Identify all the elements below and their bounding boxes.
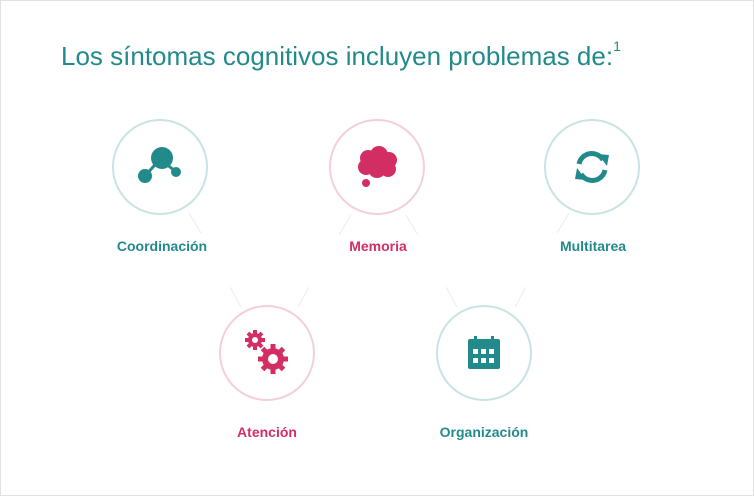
molecule-icon — [138, 147, 181, 183]
footnote-ref: 1 — [613, 38, 621, 55]
page-title: Los síntomas cognitivos incluyen problem… — [61, 38, 621, 72]
attention-circle — [219, 305, 315, 401]
label-multitarea: Multitarea — [559, 238, 627, 254]
label-atencion: Atención — [237, 424, 297, 440]
thought-cloud-icon — [358, 146, 397, 187]
calendar-icon — [468, 336, 500, 369]
organization-circle — [436, 305, 532, 401]
gears-icon — [245, 330, 288, 374]
title-text: Los síntomas cognitivos incluyen problem… — [61, 41, 614, 71]
memory-circle — [329, 119, 425, 215]
coordination-circle — [112, 119, 208, 215]
sync-arrows-icon — [575, 151, 609, 183]
label-memoria: Memoria — [349, 238, 407, 254]
label-organizacion: Organización — [439, 424, 529, 440]
label-coordinacion: Coordinación — [116, 238, 208, 254]
multitask-circle — [544, 119, 640, 215]
